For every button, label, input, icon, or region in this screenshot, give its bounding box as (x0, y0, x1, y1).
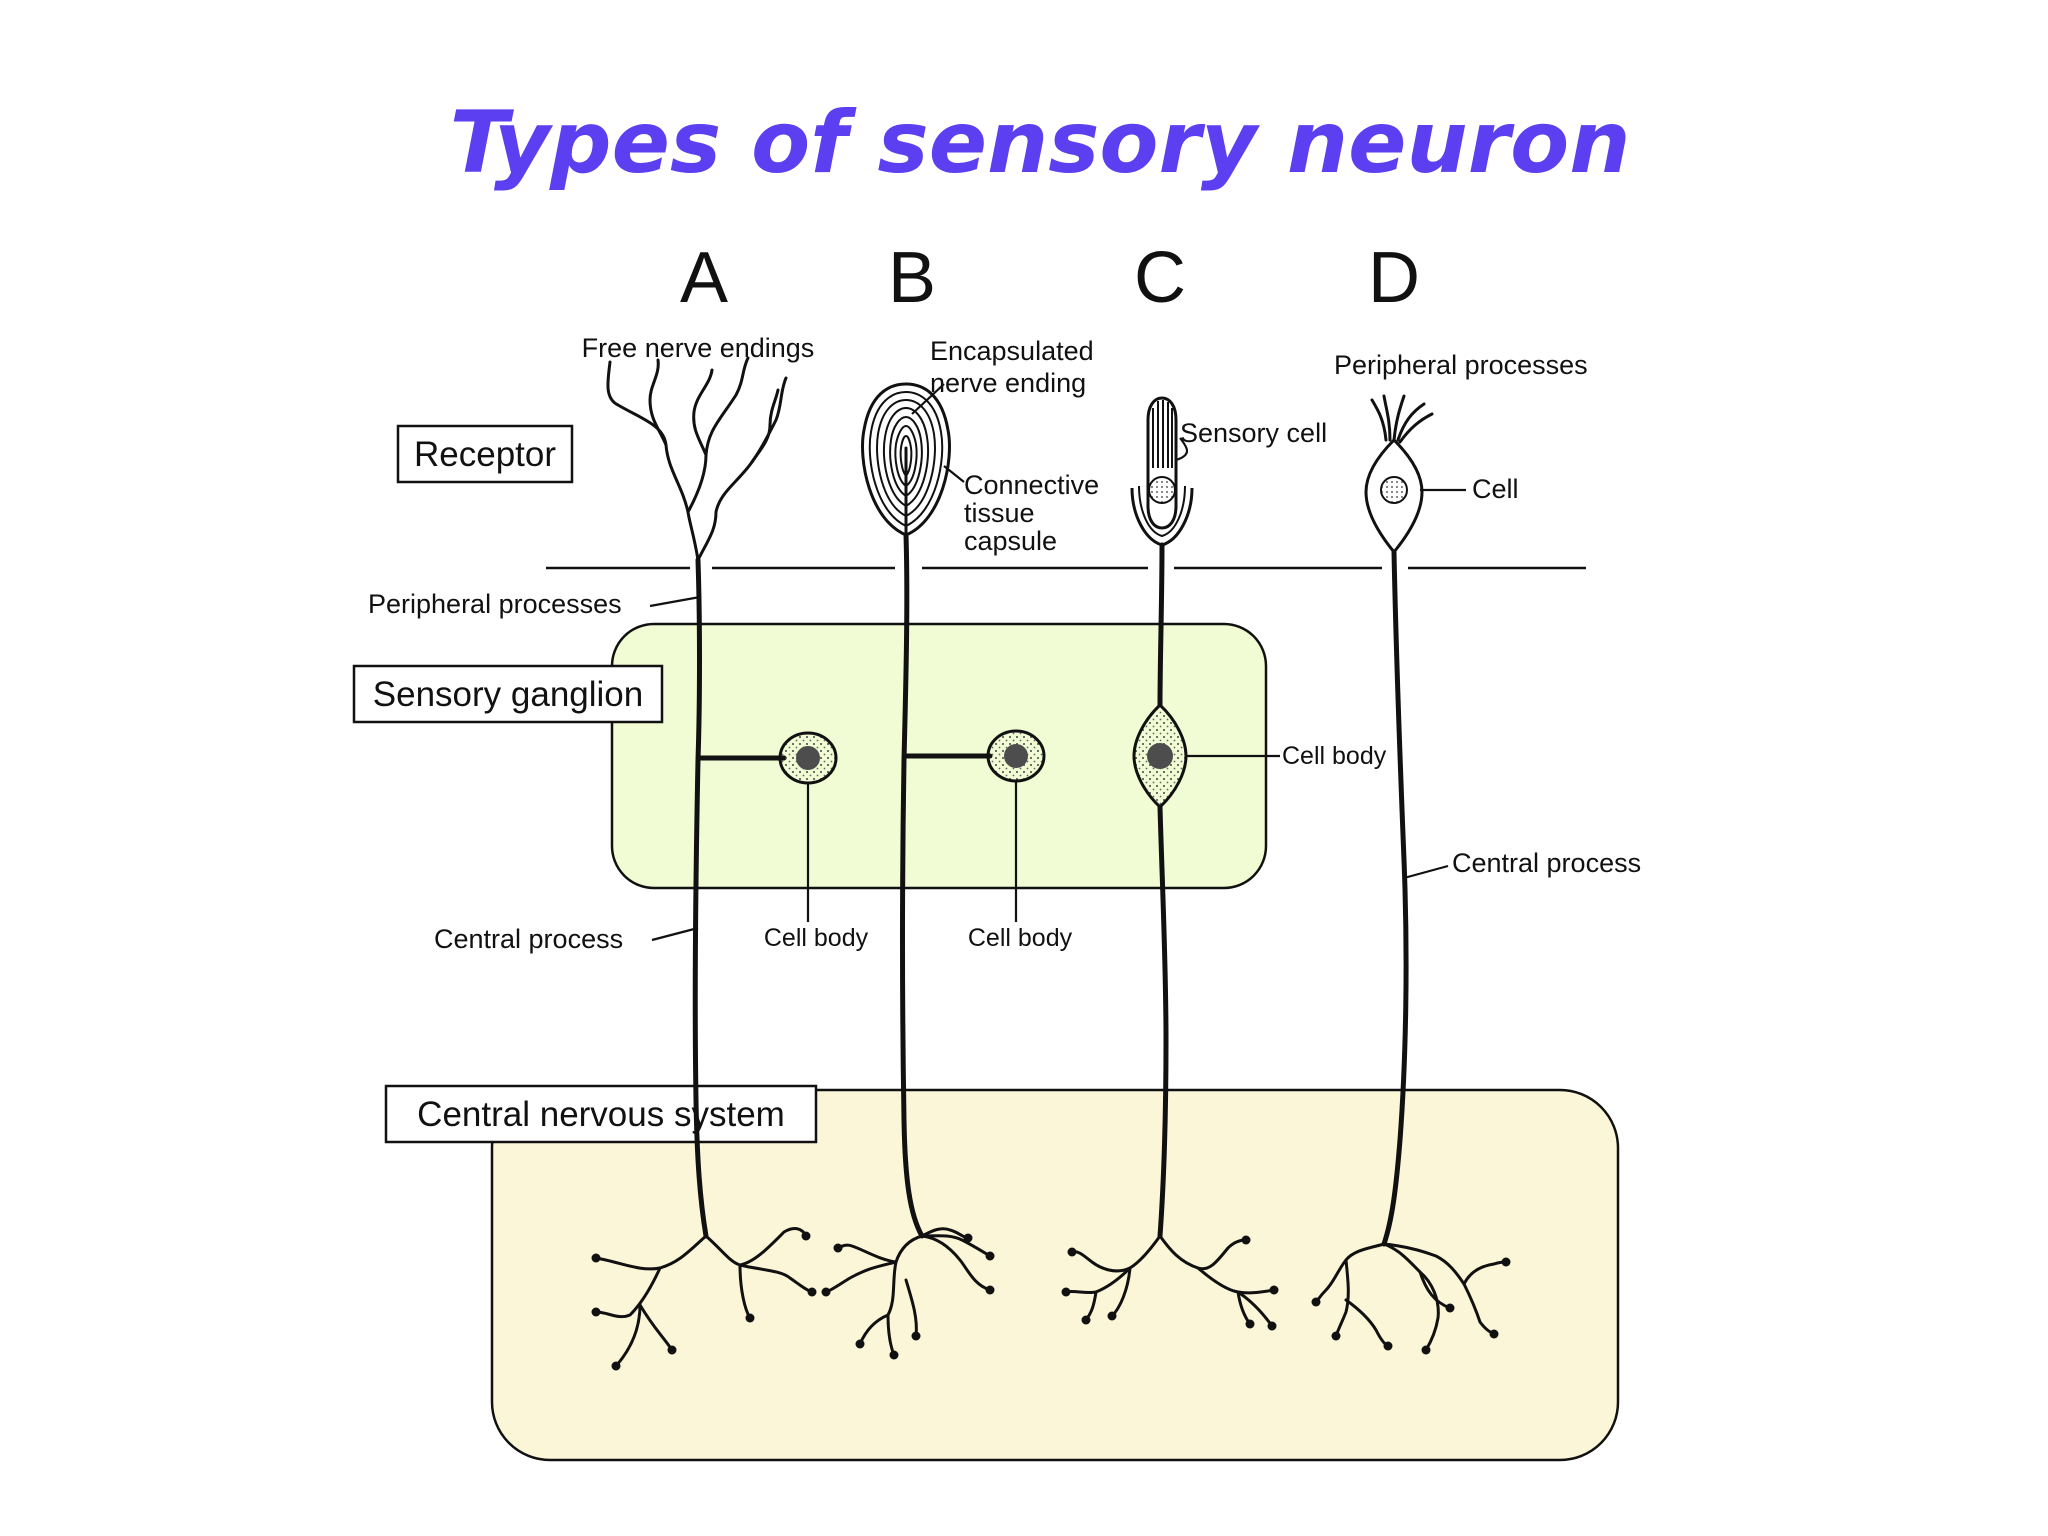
neuron-c-axon (1157, 542, 1165, 708)
sensory-ganglion-label: Sensory ganglion (373, 675, 643, 714)
column-letter-b: B (888, 238, 936, 318)
cell-label: Cell (1472, 474, 1519, 504)
encapsulated-nerve-ending-label-line1: Encapsulated (930, 336, 1094, 366)
cns-label-box: Central nervous system (384, 1084, 818, 1144)
cell-body-a-label: Cell body (764, 924, 869, 952)
neuron-b-axon (900, 532, 925, 1239)
peripheral-processes-d-label: Peripheral processes (1334, 350, 1588, 380)
central-process-a-label: Central process (434, 924, 623, 954)
peripheral-processes-a-label: Peripheral processes (368, 589, 622, 619)
central-process-d-label: Central process (1452, 848, 1641, 878)
neuron-d (1311, 394, 1511, 1355)
leader-lines (649, 383, 1466, 942)
cell-body-c-label: Cell body (1282, 742, 1387, 770)
receptor-label: Receptor (414, 435, 556, 474)
connective-tissue-capsule-label-line3: capsule (964, 526, 1057, 556)
receptor-label-box: Receptor (396, 424, 574, 484)
cns-label: Central nervous system (417, 1095, 785, 1134)
sensory-ganglion-label-box: Sensory ganglion (352, 664, 664, 724)
cns-region (490, 1088, 1620, 1462)
connective-tissue-capsule-label-line2: tissue (964, 498, 1035, 528)
encapsulated-nerve-ending-label-line2: nerve ending (930, 368, 1086, 398)
column-letter-d: D (1368, 238, 1420, 318)
page-title: Types of sensory neuron (450, 93, 1631, 193)
column-letter-a: A (680, 238, 728, 318)
free-nerve-endings-label: Free nerve endings (582, 333, 815, 363)
column-letter-c: C (1134, 238, 1186, 318)
sensory-cell-label: Sensory cell (1180, 418, 1327, 448)
cell-body-b-label: Cell body (968, 924, 1073, 952)
neuron-c (1061, 396, 1279, 1331)
connective-tissue-capsule-label-line1: Connective (964, 470, 1099, 500)
neuron-a-axon (692, 557, 709, 1239)
neuron-a (591, 356, 838, 1371)
neuron-b (821, 382, 1046, 1360)
neuron-d-axon (1381, 549, 1409, 1247)
